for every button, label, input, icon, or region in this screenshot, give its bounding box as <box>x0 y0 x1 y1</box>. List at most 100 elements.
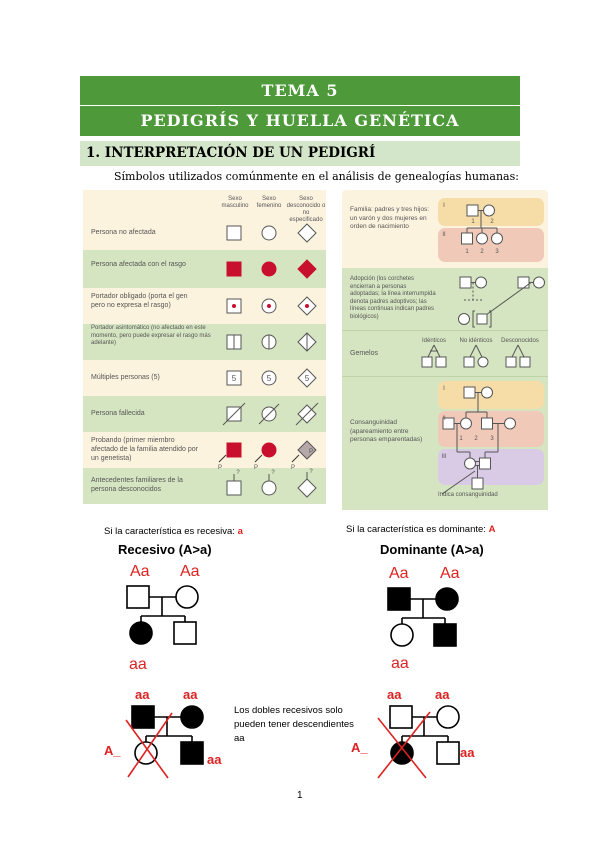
daughter-icon <box>491 232 503 245</box>
col-header-male: Sexo masculino <box>221 196 249 209</box>
dominant-bottom-son-icon <box>436 741 460 765</box>
gen-label: II <box>442 232 446 238</box>
row-desconocidos: Antecedentes familiares de la persona de… <box>83 468 326 504</box>
num-label: 3 <box>495 249 499 255</box>
carrier-dot-icon <box>267 304 271 308</box>
probando-p-unknown: P <box>291 465 295 471</box>
gen-label: I <box>443 386 445 392</box>
probando-p-female: P <box>254 465 258 471</box>
row-fallecida: Persona fallecida <box>83 396 326 432</box>
num-label: 3 <box>490 436 494 442</box>
row-label: Familia: padres y tres hijos: un varón y… <box>350 206 430 230</box>
page-number: 1 <box>297 790 303 801</box>
unknown-q-male: ? <box>236 470 240 476</box>
multi-number-male: 5 <box>232 374 237 383</box>
son-icon <box>461 232 473 245</box>
recessive-top-mother-genotype: Aa <box>180 563 200 580</box>
recessive-note: Los dobles recesivos solo pueden tener d… <box>234 705 354 744</box>
male-multiple-icon <box>226 370 242 386</box>
row-probando: Probando (primer miembro afectado de la … <box>83 432 326 468</box>
multi-number-unknown: 5 <box>305 374 310 383</box>
dominant-top-father-icon <box>387 587 411 611</box>
pedigree-examples-panel: Familia: padres y tres hijos: un varón y… <box>342 190 548 510</box>
row-portador-asintomatico: Portador asintomático (no afectado en es… <box>83 324 326 360</box>
multi-number-female: 5 <box>267 374 272 383</box>
num-label: 1 <box>471 219 475 225</box>
pedigree-examples-svg: I II 1 2 1 2 3 Idénticos No idénticos De… <box>421 198 545 495</box>
twin-nonidentical-icon <box>463 356 475 368</box>
row-multiples: Múltiples personas (5) <box>83 360 326 396</box>
row-label: Persona afectada con el rasgo <box>91 261 186 268</box>
row-no-afectada: Persona no afectada <box>83 216 326 250</box>
row-label: Probando (primer miembro afectado de la … <box>91 437 199 462</box>
female-unaffected-icon <box>261 225 277 241</box>
twin-identical-icon <box>435 356 447 368</box>
twin-unknown-icon <box>505 356 517 368</box>
carrier-dot-icon <box>232 304 236 308</box>
recessive-bottom-father-genotype: aa <box>135 687 150 702</box>
recessive-top-child-genotype: aa <box>129 656 147 673</box>
row-label: Antecedentes familiares de la persona de… <box>91 477 183 493</box>
probando-p-male: P <box>218 465 222 471</box>
female-probando-icon <box>261 442 277 458</box>
dominant-top-father-genotype: Aa <box>389 565 409 582</box>
row-portador-obligado: Portador obligado (porta el gen pero no … <box>83 288 326 324</box>
recessive-bottom-affected-son-icon <box>180 741 204 765</box>
col-header-female: Sexo femenino <box>256 196 282 209</box>
recessive-bottom-father-icon <box>131 705 155 729</box>
adopted-son-icon <box>476 313 488 325</box>
dominant-bottom-child-genotype: aa <box>460 745 475 760</box>
dominant-bottom-father-icon <box>389 705 413 729</box>
gen-label: I <box>443 203 445 209</box>
num-label: 2 <box>474 436 478 442</box>
dominant-cross-icon <box>377 711 431 779</box>
tema-label: TEMA 5 <box>261 81 339 100</box>
dominant-top-daughter-icon <box>390 623 414 647</box>
probando-arrow-icon <box>218 454 227 463</box>
row-label: Consanguinidad (apareamiento entre perso… <box>350 419 423 443</box>
col-header-unknown: Sexo desconocido o no especificado <box>286 196 326 223</box>
num-label: 2 <box>480 249 484 255</box>
unknown-q-female: ? <box>271 470 275 476</box>
section-heading: 1. INTERPRETACIÓN DE UN PEDIGRÍ <box>80 141 520 166</box>
row-label: Persona fallecida <box>91 410 145 417</box>
row-label: Persona no afectada <box>91 229 156 236</box>
dominant-bottom-mother-genotype: aa <box>435 687 450 702</box>
row-label: Portador asintomático (no afectado en es… <box>91 325 211 346</box>
tema-banner: TEMA 5 <box>80 76 520 105</box>
probando-arrow-icon <box>291 454 300 463</box>
recessive-caption-key: a <box>237 526 243 537</box>
recessive-bottom-child-genotype: aa <box>207 752 222 767</box>
male-affected-icon <box>226 261 242 277</box>
gen-label: II <box>442 416 446 422</box>
unknown-unaffected-icon <box>297 223 317 243</box>
row-label: Portador obligado (porta el gen pero no … <box>91 293 188 309</box>
female-multiple-icon <box>261 370 277 386</box>
unknown-multiple-icon <box>297 368 317 388</box>
num-label: 1 <box>459 436 463 442</box>
recessive-bottom-mother-genotype: aa <box>183 687 198 702</box>
recessive-top-mother-icon <box>175 585 199 609</box>
num-label: 2 <box>490 219 494 225</box>
probando-arrow-icon <box>254 454 263 463</box>
adoption-bracket-icon <box>472 310 492 328</box>
recessive-caption-text: Si la característica es recesiva: <box>104 526 238 537</box>
dominant-bottom-mother-icon <box>436 705 460 729</box>
symbols-svg: 5 5 5 P P P P ? ? ? <box>218 223 319 498</box>
recessive-top-affected-daughter-icon <box>129 621 153 645</box>
row-familia: Familia: padres y tres hijos: un varón y… <box>342 194 548 262</box>
daughter-icon <box>476 232 488 245</box>
carrier-dot-icon <box>305 304 309 308</box>
num-label: 1 <box>465 249 469 255</box>
recessive-top-father-genotype: Aa <box>130 563 150 580</box>
gen-label: III <box>441 454 446 460</box>
dominant-bottom-father-genotype: aa <box>387 687 402 702</box>
recessive-top-son-icon <box>173 621 197 645</box>
row-label: Múltiples personas (5) <box>91 374 160 381</box>
recessive-caption: Si la característica es recesiva: a <box>104 526 243 537</box>
dominant-caption-key: A <box>488 524 496 535</box>
subtitle: Símbolos utilizados comúnmente en el aná… <box>114 170 519 183</box>
probando-p-diamond: P <box>309 449 313 455</box>
male-unaffected-icon <box>226 225 242 241</box>
